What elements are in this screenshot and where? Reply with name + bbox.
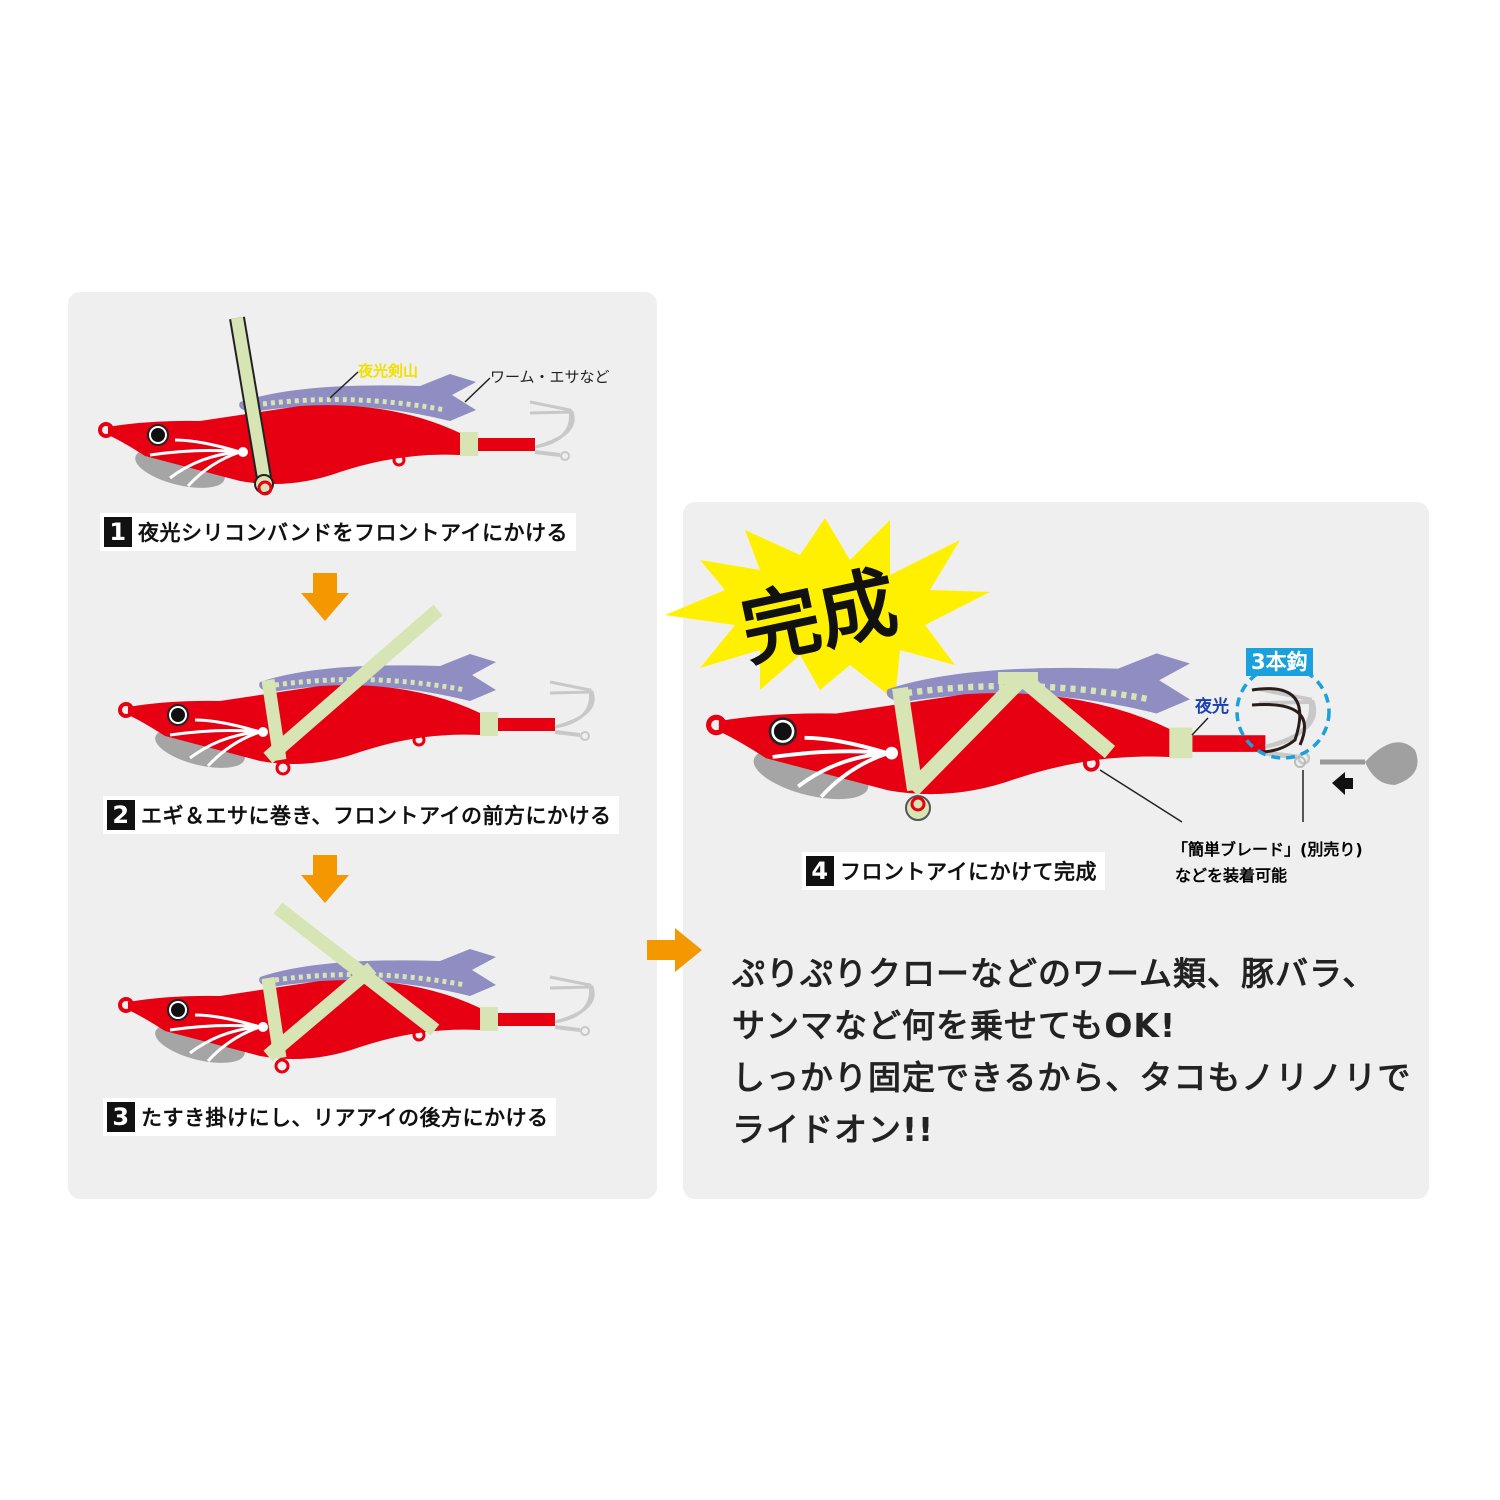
down-arrow-1 bbox=[301, 573, 349, 621]
step-number: 1 bbox=[104, 517, 132, 547]
three-hook-badge: 3本鈎 bbox=[1246, 648, 1313, 676]
step-number: 3 bbox=[107, 1102, 135, 1132]
step-number: 2 bbox=[107, 800, 135, 830]
label-bait: ワーム・エサなど bbox=[490, 368, 610, 386]
step-3-caption: 3 たすき掛けにし、リアアイの後方にかける bbox=[103, 1098, 557, 1136]
description-line: しっかり固定できるから、タコもノリノリで bbox=[732, 1058, 1412, 1097]
blade-note-line2: などを装着可能 bbox=[1175, 866, 1288, 885]
description-line: ライドオン!! bbox=[732, 1110, 935, 1149]
step-text: エギ＆エサに巻き、フロントアイの前方にかける bbox=[141, 804, 612, 828]
step-4-caption: 4 フロントアイにかけて完成 bbox=[802, 852, 1105, 890]
down-arrow-2 bbox=[301, 855, 349, 903]
step-2-caption: 2 エギ＆エサに巻き、フロントアイの前方にかける bbox=[103, 796, 620, 834]
description-text: ぷりぷりクローなどのワーム類、豚バラ、 サンマなど何を乗せてもOK! しっかり固… bbox=[732, 948, 1411, 1156]
step-text: たすき掛けにし、リアアイの後方にかける bbox=[141, 1106, 549, 1130]
step-number: 4 bbox=[806, 856, 834, 886]
label-night-glow: 夜光 bbox=[1195, 697, 1229, 717]
label-glow-spikes: 夜光剣山 bbox=[358, 362, 419, 380]
step-text: フロントアイにかけて完成 bbox=[840, 860, 1097, 884]
burst-shape bbox=[665, 518, 990, 700]
right-arrow bbox=[647, 928, 702, 972]
small-left-arrow-icon bbox=[1332, 772, 1353, 795]
description-line: サンマなど何を乗せてもOK! bbox=[732, 1006, 1177, 1045]
step-text: 夜光シリコンバンドをフロントアイにかける bbox=[138, 521, 568, 545]
step-1-caption: 1 夜光シリコンバンドをフロントアイにかける bbox=[100, 513, 576, 551]
blade-note-line1: 「簡単ブレード」(別売り) bbox=[1172, 840, 1363, 859]
description-line: ぷりぷりクローなどのワーム類、豚バラ、 bbox=[732, 954, 1377, 993]
